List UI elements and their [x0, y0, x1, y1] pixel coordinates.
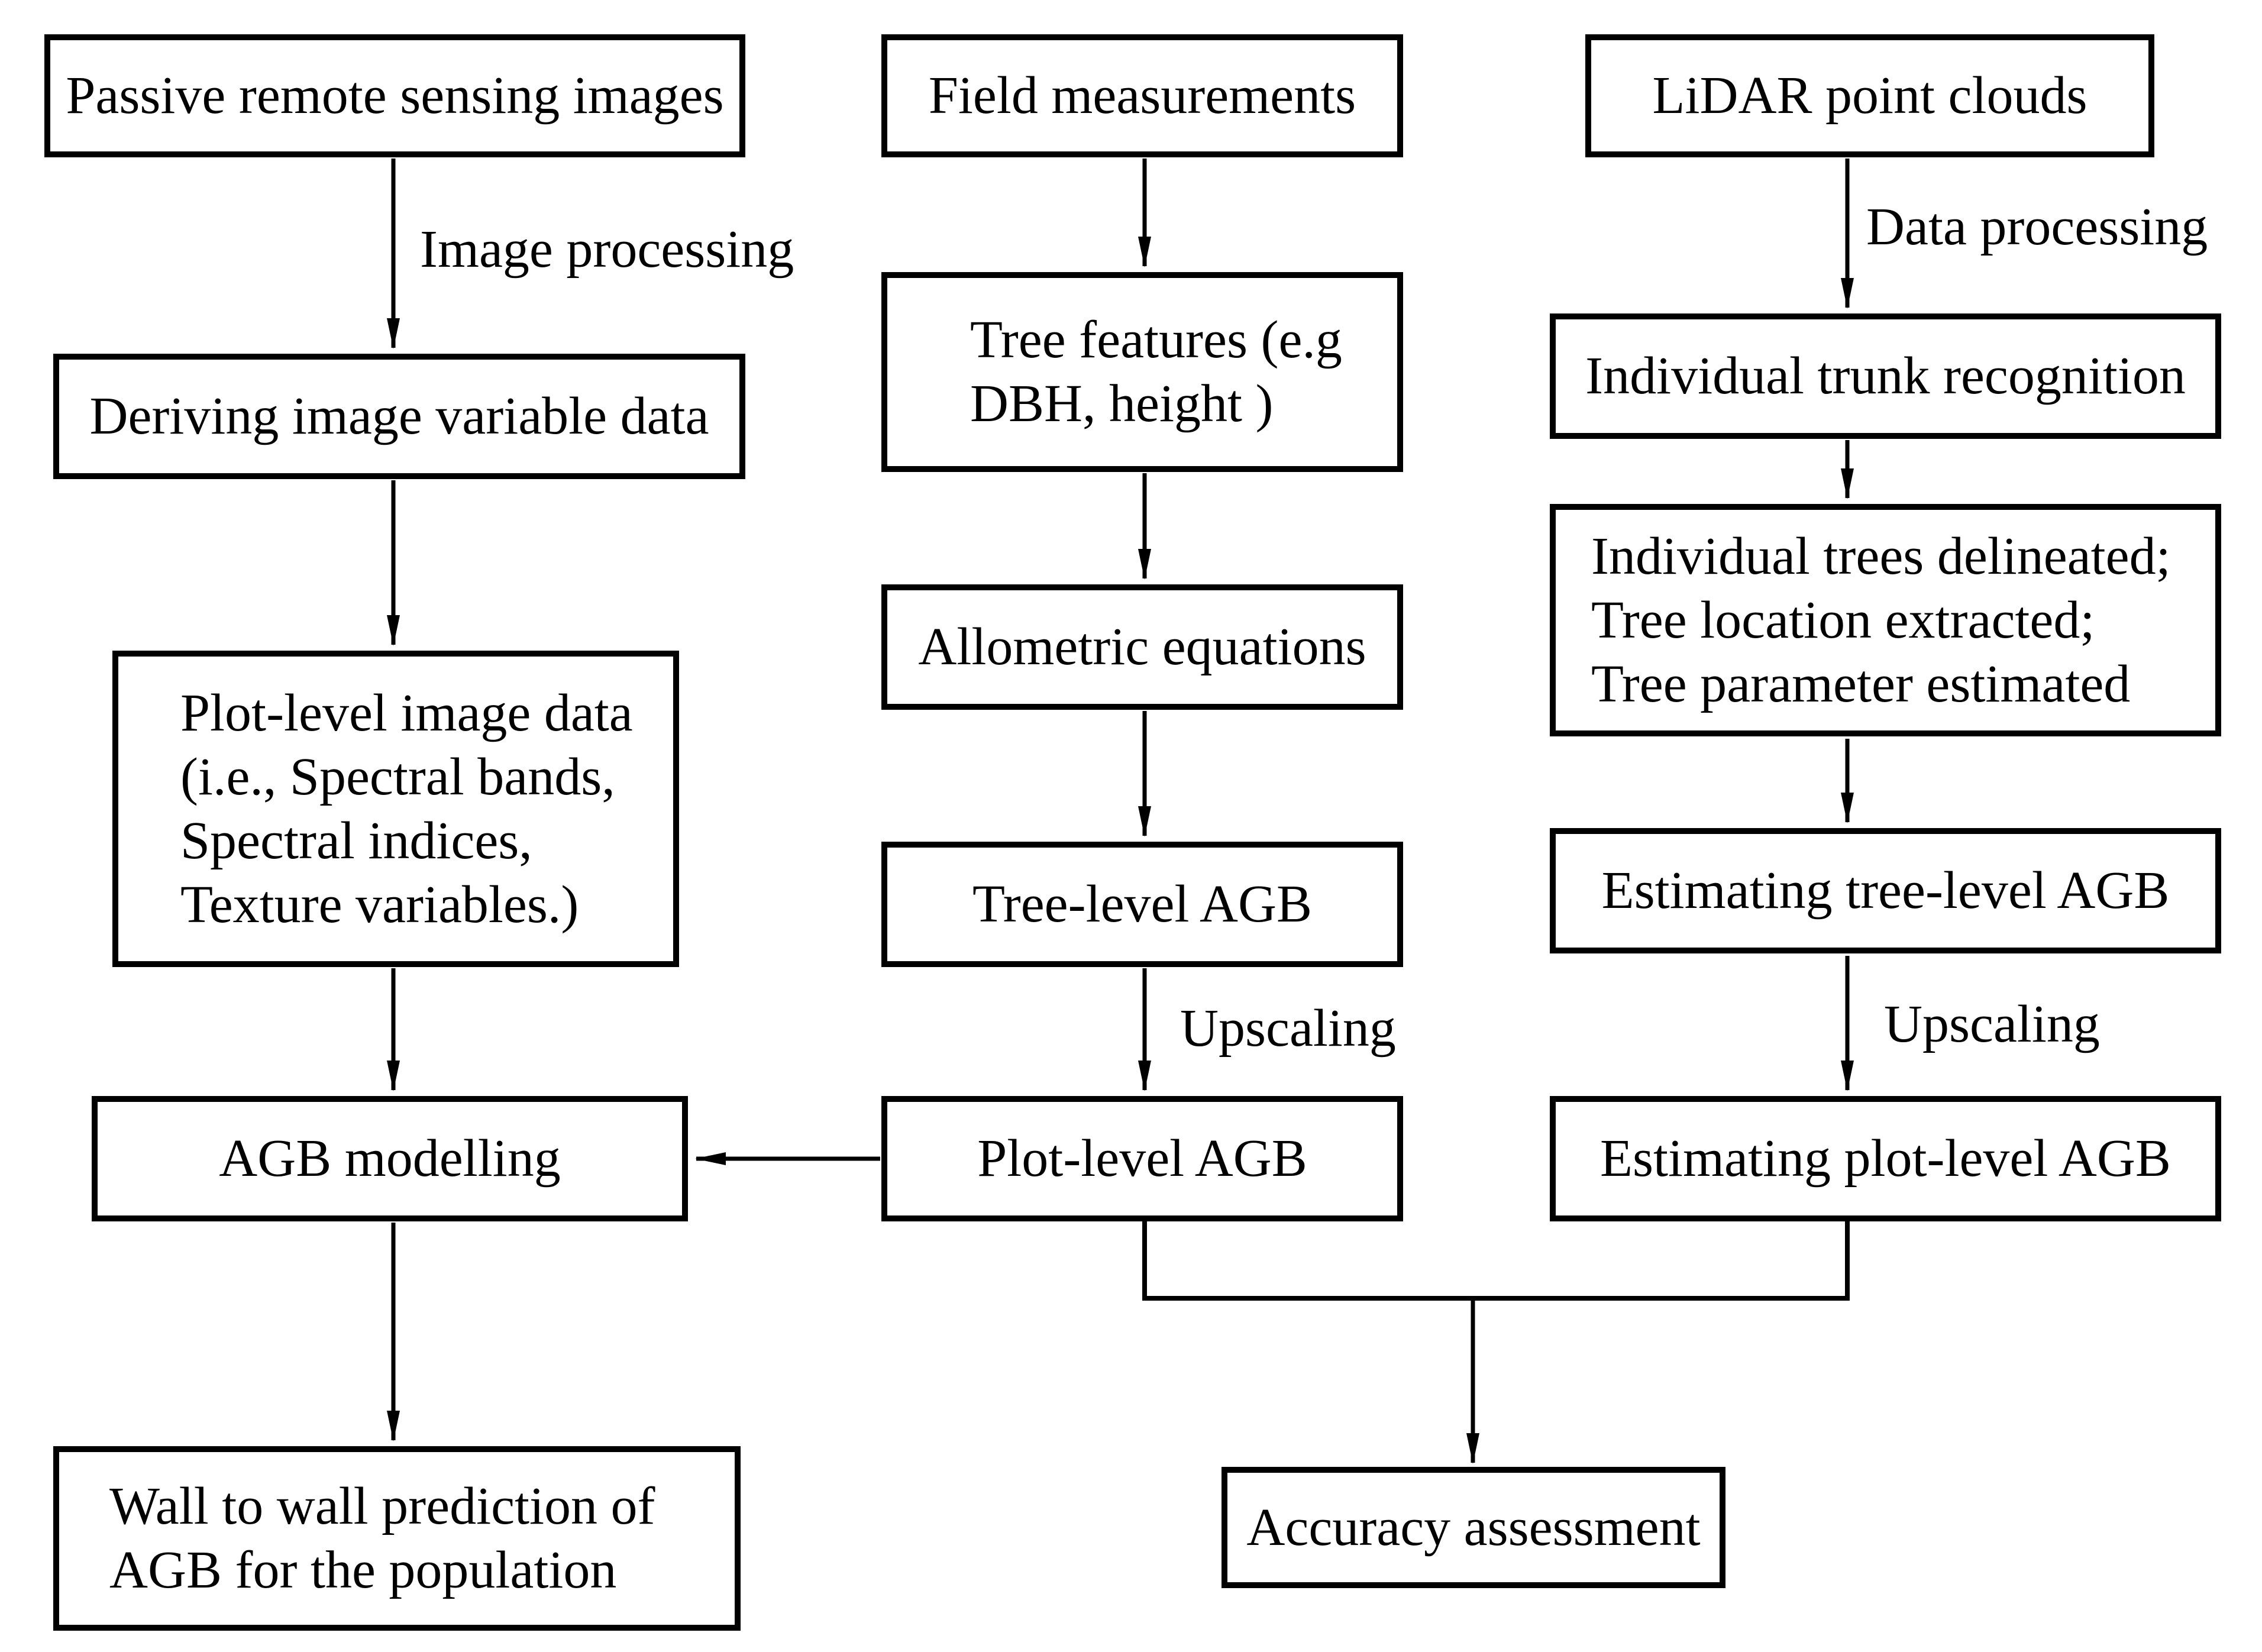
- node-estimating-plot-level-agb: Estimating plot-level AGB: [1550, 1096, 2221, 1221]
- node-label: AGB modelling: [219, 1129, 561, 1188]
- node-label: Individual trunk recognition: [1585, 347, 2186, 405]
- node-label-line: DBH, height ): [970, 374, 1274, 433]
- node-label: Field measurements: [928, 66, 1356, 125]
- node-label: Deriving image variable data: [89, 387, 709, 445]
- node-label-line: Spectral indices,: [180, 811, 532, 870]
- node-accuracy-assessment: Accuracy assessment: [1222, 1467, 1725, 1588]
- node-tree-features: Tree features (e.g DBH, height ): [881, 272, 1403, 472]
- edge-label-data-processing: Data processing: [1866, 198, 2208, 256]
- node-label-line: Wall to wall prediction of: [109, 1477, 655, 1535]
- node-label-line: Individual trees delineated;: [1591, 526, 2171, 586]
- node-plot-level-image-data: Plot-level image data (i.e., Spectral ba…: [112, 651, 679, 967]
- node-label-line: Tree parameter estimated: [1591, 654, 2131, 713]
- node-label-line: Tree features (e.g: [970, 311, 1342, 369]
- node-tree-level-agb: Tree-level AGB: [881, 842, 1403, 967]
- node-individual-trees-delineated: Individual trees delineated; Tree locati…: [1550, 504, 2221, 736]
- edge-label-upscaling-lidar: Upscaling: [1884, 995, 2100, 1053]
- node-label: Estimating tree-level AGB: [1601, 861, 2170, 920]
- node-deriving-image-variable-data: Deriving image variable data: [53, 354, 745, 479]
- node-allometric-equations: Allometric equations: [881, 584, 1403, 710]
- node-label-line: AGB for the population: [109, 1541, 617, 1599]
- node-wall-to-wall-prediction: Wall to wall prediction of AGB for the p…: [53, 1446, 741, 1631]
- node-label: Allometric equations: [918, 618, 1366, 676]
- node-lidar-point-clouds: LiDAR point clouds: [1585, 34, 2154, 157]
- node-estimating-tree-level-agb: Estimating tree-level AGB: [1550, 828, 2221, 953]
- node-label: Passive remote sensing images: [66, 66, 724, 125]
- node-individual-trunk-recognition: Individual trunk recognition: [1550, 313, 2221, 439]
- node-label-line: Tree location extracted;: [1591, 590, 2095, 649]
- node-label-line: Plot-level image data: [180, 683, 633, 742]
- edge-label-image-processing: Image processing: [420, 220, 794, 279]
- node-plot-level-agb: Plot-level AGB: [881, 1096, 1403, 1221]
- node-label-line: Texture variables.): [180, 875, 579, 934]
- node-label: Accuracy assessment: [1246, 1498, 1701, 1557]
- node-label: Plot-level AGB: [977, 1129, 1307, 1188]
- merge-connector-line: [1142, 1221, 1850, 1301]
- node-field-measurements: Field measurements: [881, 34, 1403, 157]
- node-agb-modelling: AGB modelling: [92, 1096, 688, 1221]
- node-label: Tree-level AGB: [972, 875, 1313, 933]
- edge-label-upscaling-field: Upscaling: [1180, 999, 1396, 1058]
- node-passive-remote-sensing-images: Passive remote sensing images: [44, 34, 745, 157]
- node-label-line: (i.e., Spectral bands,: [180, 747, 615, 806]
- node-label: Estimating plot-level AGB: [1600, 1129, 2171, 1188]
- node-label: LiDAR point clouds: [1652, 66, 2087, 125]
